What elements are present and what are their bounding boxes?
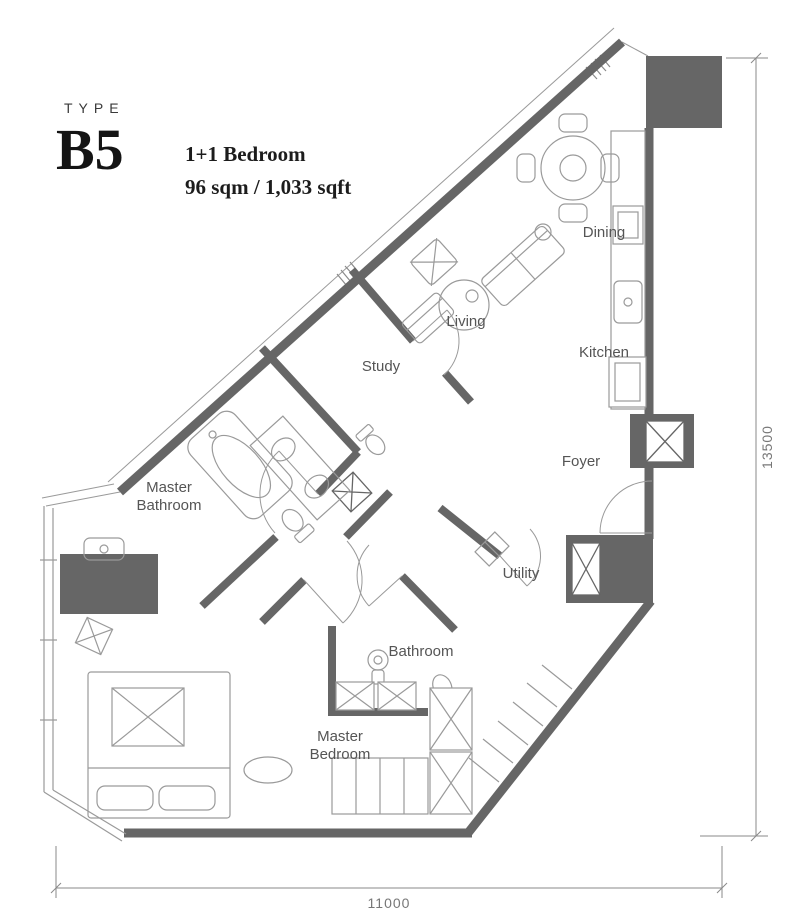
room-label-master-bathroom-2: Bathroom [136, 497, 201, 514]
kitchen-counter [608, 130, 647, 410]
room-label-study: Study [362, 358, 401, 375]
dimension-lines [50, 52, 768, 898]
room-label-master-bedroom-2: Bedroom [310, 746, 371, 763]
room-label-dining: Dining [583, 224, 626, 241]
dimension-labels: 13500 11000 [368, 425, 775, 911]
windows [40, 506, 127, 842]
room-label-bathroom: Bathroom [388, 643, 453, 660]
door-arcs [259, 309, 653, 624]
dimension-horizontal-label: 11000 [368, 895, 411, 911]
unit-type: 1+1 Bedroom [185, 142, 306, 166]
shaft-hatches [571, 420, 685, 596]
bathroom-fixtures [335, 649, 461, 711]
living-furniture [409, 223, 565, 331]
utility-fixtures [474, 531, 510, 567]
master-bathroom-fixtures [187, 410, 386, 544]
study-furniture [401, 292, 455, 344]
room-label-master-bathroom-1: Master [146, 479, 192, 496]
type-label: TYPE [64, 100, 125, 116]
room-label-master-bedroom-1: Master [317, 728, 363, 745]
room-label-living: Living [446, 313, 485, 330]
unit-code: B5 [56, 117, 124, 182]
room-labels: Dining Kitchen Living Study Foyer Master… [136, 224, 629, 763]
interior-walls [199, 267, 503, 716]
room-label-utility: Utility [503, 565, 540, 582]
bedroom-furniture [74, 537, 573, 819]
dimension-vertical-label: 13500 [759, 425, 775, 469]
exterior-walls [116, 38, 655, 838]
room-label-foyer: Foyer [562, 453, 600, 470]
room-label-kitchen: Kitchen [579, 344, 629, 361]
unit-area: 96 sqm / 1,033 sqft [185, 174, 352, 199]
dining-set [516, 113, 620, 223]
unit-info: 1+1 Bedroom 96 sqm / 1,033 sqft [185, 138, 351, 203]
outline-lines [41, 27, 649, 507]
